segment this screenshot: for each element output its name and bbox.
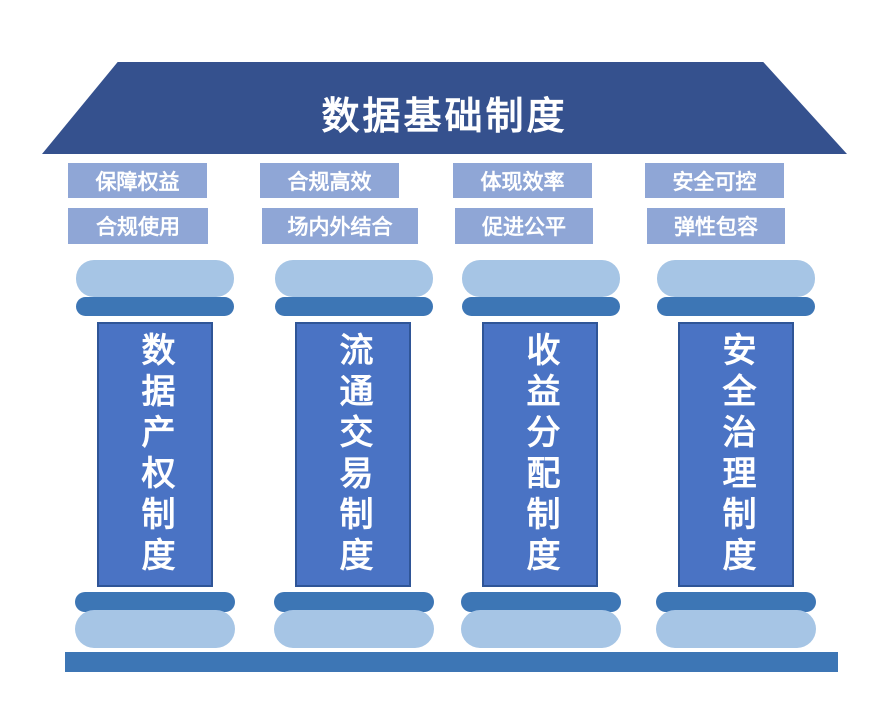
tag-pillar1-bottom: 合规使用 — [68, 208, 208, 244]
tag-pillar4-top: 安全可控 — [645, 163, 784, 198]
base-pill-light-pillar1 — [75, 610, 235, 648]
capital-pill-light-pillar3 — [462, 260, 620, 297]
base-pill-light-pillar2 — [274, 610, 434, 648]
pillar-shaft-3: 收益分配制度 — [482, 322, 598, 587]
base-pill-dark-pillar2 — [274, 592, 434, 612]
tag-pillar2-top: 合规高效 — [260, 163, 399, 198]
floor-bar — [65, 652, 838, 672]
tag-pillar2-bottom: 场内外结合 — [262, 208, 418, 244]
tag-pillar3-top: 体现效率 — [453, 163, 592, 198]
diagram-title: 数据基础制度 — [321, 93, 568, 138]
tag-pillar4-bottom: 弹性包容 — [647, 208, 785, 244]
tag-pillar1-top: 保障权益 — [68, 163, 207, 198]
base-pill-dark-pillar1 — [75, 592, 235, 612]
capital-pill-dark-pillar3 — [462, 297, 620, 316]
capital-pill-light-pillar4 — [657, 260, 815, 297]
capital-pill-light-pillar2 — [275, 260, 433, 297]
base-pill-light-pillar3 — [461, 610, 621, 648]
capital-pill-dark-pillar4 — [657, 297, 815, 316]
base-pill-dark-pillar3 — [461, 592, 621, 612]
pillar-label-1: 数据产权制度 — [135, 331, 175, 578]
pillar-shaft-1: 数据产权制度 — [97, 322, 213, 587]
pillar-label-2: 流通交易制度 — [333, 331, 373, 578]
roof-shape: 数据基础制度 — [42, 62, 847, 154]
capital-pill-light-pillar1 — [76, 260, 234, 297]
base-pill-dark-pillar4 — [656, 592, 816, 612]
pillar-shaft-4: 安全治理制度 — [678, 322, 794, 587]
tag-pillar3-bottom: 促进公平 — [455, 208, 593, 244]
pillar-label-3: 收益分配制度 — [520, 331, 560, 578]
base-pill-light-pillar4 — [656, 610, 816, 648]
pillar-label-4: 安全治理制度 — [716, 331, 756, 578]
pillar-shaft-2: 流通交易制度 — [295, 322, 411, 587]
capital-pill-dark-pillar2 — [275, 297, 433, 316]
capital-pill-dark-pillar1 — [76, 297, 234, 316]
